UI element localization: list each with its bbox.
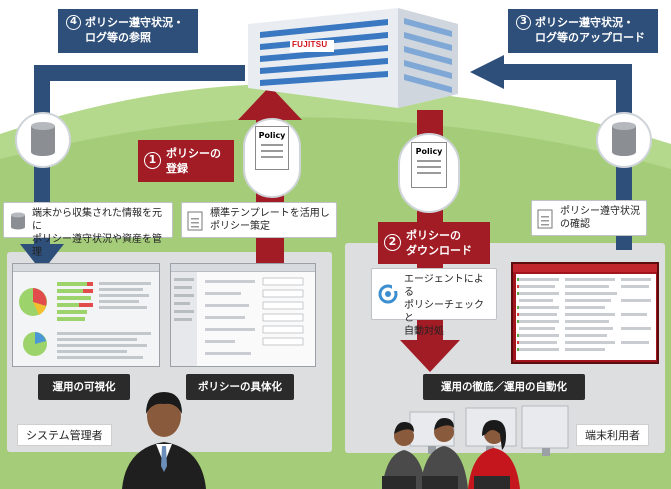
caption-visualization: 運用の可視化 — [38, 374, 130, 400]
database-icon-right — [596, 112, 652, 168]
dashboard-screenshot — [12, 263, 160, 367]
step-4-line2: ログ等の参照 — [85, 31, 151, 44]
step-3-label: 3 ポリシー遵守状況・ ログ等のアップロード — [508, 9, 658, 53]
step-1-line2: 登録 — [166, 162, 188, 175]
data-center-building — [248, 8, 458, 108]
info-confirm: ポリシー遵守状況 の確認 — [531, 200, 647, 236]
policy-doc-title: Policy — [415, 147, 443, 156]
users-at-workstations — [382, 405, 569, 489]
step-4-number: 4 — [66, 15, 81, 30]
info-collect-line2: ポリシー遵守状況や資産を管理 — [32, 234, 162, 258]
policy-editor-screenshot — [170, 263, 316, 367]
policy-doc-title: Policy — [258, 131, 286, 140]
role-terminal-user: 端末利用者 — [576, 424, 649, 446]
step-1-line1: ポリシーの — [166, 147, 221, 160]
database-icon-left — [15, 112, 71, 168]
info-agent-line1: エージェントによる — [404, 274, 484, 298]
policy-document-icon-download: Policy — [411, 142, 447, 188]
agent-icon — [378, 284, 398, 304]
info-agent: エージェントによる ポリシーチェックと 自動対処 — [371, 268, 497, 337]
info-collect: 端末から収集された情報を元に ポリシー遵守状況や資産を管理 — [3, 202, 173, 258]
step-1-label: 1 ポリシーの 登録 — [138, 140, 234, 182]
caption-concretization: ポリシーの具体化 — [186, 374, 294, 400]
step-3-line1: ポリシー遵守状況・ — [535, 16, 634, 29]
info-confirm-line2: の確認 — [560, 219, 590, 230]
policy-doc-small-icon — [187, 211, 203, 231]
step-2-line1: ポリシーの — [406, 229, 461, 242]
caption-automation: 運用の徹底／運用の自動化 — [423, 374, 585, 400]
step-2-line2: ダウンロード — [406, 244, 472, 257]
policy-document-icon-upload: Policy — [255, 126, 289, 170]
step-2-number: 2 — [384, 234, 401, 251]
role-system-admin: システム管理者 — [17, 424, 112, 446]
step-2-label: 2 ポリシーの ダウンロード — [378, 222, 490, 264]
info-template-line2: ポリシー策定 — [210, 221, 270, 232]
user-check-screenshot — [511, 262, 659, 364]
info-collect-line1: 端末から収集された情報を元に — [32, 208, 162, 232]
step-4-line1: ポリシー遵守状況・ — [85, 16, 184, 29]
step-3-line2: ログ等のアップロード — [535, 31, 645, 44]
info-confirm-line1: ポリシー遵守状況 — [560, 206, 640, 217]
info-agent-line2: ポリシーチェックと — [404, 300, 484, 324]
info-agent-line3: 自動対処 — [404, 326, 444, 337]
info-template-line1: 標準テンプレートを活用し — [210, 208, 330, 219]
database-icon — [11, 212, 25, 230]
administrator-figure — [122, 392, 206, 489]
step-1-number: 1 — [144, 152, 161, 169]
step-4-label: 4 ポリシー遵守状況・ ログ等の参照 — [58, 9, 198, 53]
step-3-number: 3 — [516, 15, 531, 30]
info-template: 標準テンプレートを活用し ポリシー策定 — [181, 202, 337, 238]
building-logo: FUJITSU — [292, 40, 328, 49]
policy-doc-small-icon — [537, 209, 553, 229]
